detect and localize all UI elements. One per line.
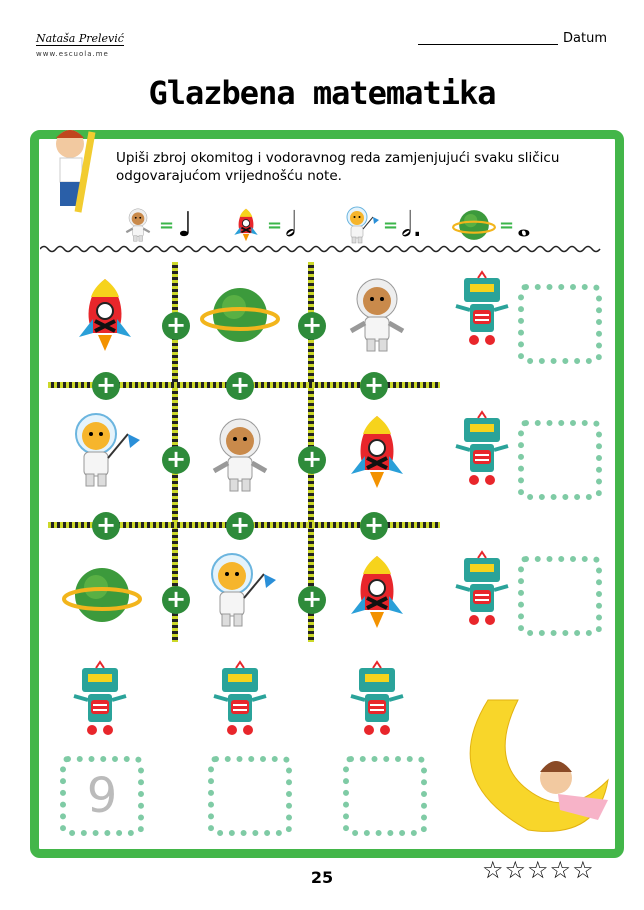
plus-icon: + (360, 512, 388, 540)
grid-cell-rocket-icon (337, 552, 417, 632)
page-number: 25 (310, 868, 334, 887)
date-label: Datum (563, 31, 607, 46)
robot-icon (442, 550, 522, 630)
grid-cell-planet-icon (200, 275, 280, 355)
robot-icon (200, 660, 280, 740)
plus-icon: + (92, 372, 120, 400)
quarter-note-icon: ♩ (177, 205, 194, 245)
page-title: Glazbena matematika (148, 74, 496, 112)
robot-icon (60, 660, 140, 740)
plus-icon: + (162, 312, 190, 340)
grid-cell-tiger-astronaut-icon (62, 410, 142, 490)
column-answer-box[interactable]: 9 (60, 756, 144, 836)
equals-sign: = (159, 214, 175, 236)
legend-tiger: =𝅗𝅥. (340, 200, 423, 250)
star-rating[interactable]: ☆☆☆☆☆ (482, 856, 595, 884)
grid-cell-planet-icon (62, 555, 142, 635)
equals-sign: = (383, 214, 399, 236)
robot-icon (442, 410, 522, 490)
dotted-half-note-icon: 𝅗𝅥. (401, 205, 423, 245)
bear-astronaut-icon (120, 203, 156, 247)
robot-icon (337, 660, 417, 740)
moon-girl-illustration (469, 699, 609, 832)
column-answer-box[interactable] (208, 756, 292, 836)
half-note-icon: 𝅗𝅥 (285, 205, 296, 245)
plus-icon: + (162, 446, 190, 474)
grid-cell-rocket-icon (65, 275, 145, 355)
equals-sign: = (267, 214, 283, 236)
legend-rocket: =𝅗𝅥 (228, 200, 296, 250)
plus-icon: + (360, 372, 388, 400)
boy-with-pencil-illustration (56, 130, 96, 213)
grid-cell-bear-astronaut-icon (200, 415, 280, 495)
row-answer-box[interactable] (518, 284, 602, 364)
green-frame (30, 130, 624, 858)
equals-sign: = (499, 214, 515, 236)
plus-icon: + (92, 512, 120, 540)
rocket-icon (228, 203, 264, 247)
plus-icon: + (298, 446, 326, 474)
plus-icon: + (226, 512, 254, 540)
row-answer-box[interactable] (518, 420, 602, 500)
robot-icon (442, 270, 522, 350)
column-answer-box[interactable] (343, 756, 427, 836)
grid-cell-bear-astronaut-icon (337, 275, 417, 355)
row-answer-box[interactable] (518, 556, 602, 636)
tiger-astronaut-icon (340, 203, 380, 247)
plus-icon: + (162, 586, 190, 614)
instruction-text: Upiši zbroj okomitog i vodoravnog reda z… (116, 150, 560, 184)
author-signature: Nataša Prelević (36, 32, 124, 46)
plus-icon: + (298, 312, 326, 340)
plus-icon: + (226, 372, 254, 400)
date-field[interactable] (418, 44, 558, 45)
grid-cell-tiger-astronaut-icon (198, 550, 278, 630)
plus-icon: + (298, 586, 326, 614)
legend-bear: =♩ (120, 200, 193, 250)
website: www.escuola.me (36, 50, 109, 58)
planet-icon (452, 203, 496, 247)
whole-note-icon: 𝅝 (517, 205, 531, 245)
wavy-divider (40, 245, 601, 253)
legend-planet: =𝅝 (452, 200, 531, 250)
grid-cell-rocket-icon (337, 412, 417, 492)
